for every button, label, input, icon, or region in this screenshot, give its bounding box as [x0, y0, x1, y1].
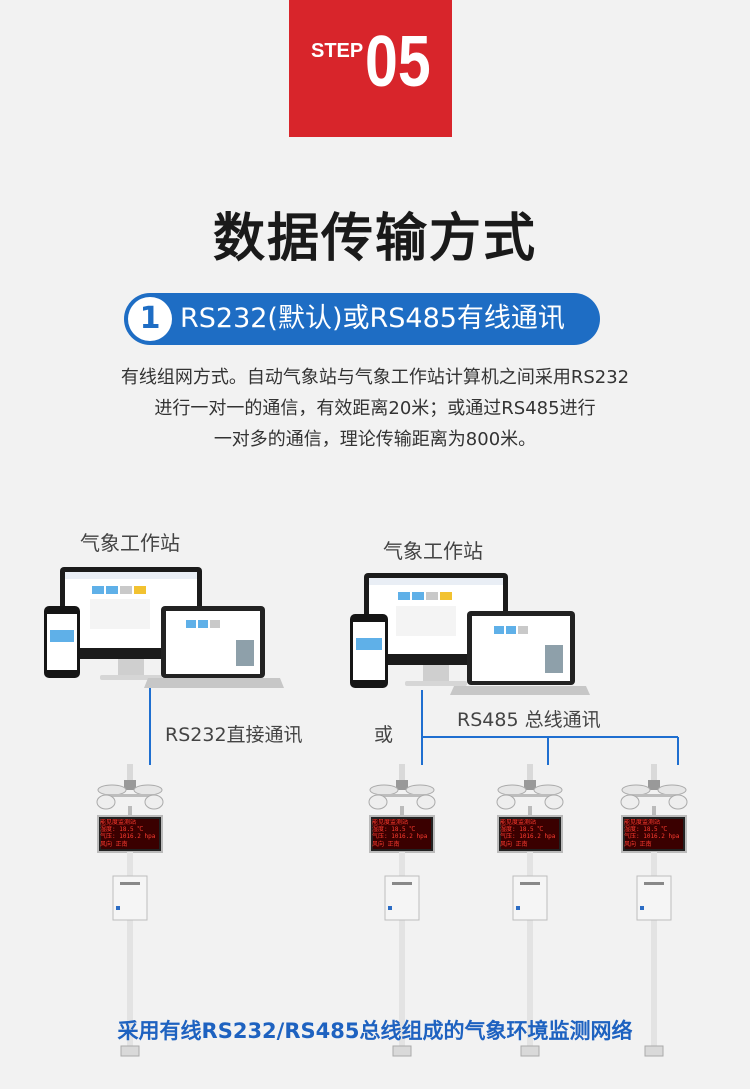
weather-station-4 — [619, 762, 689, 1058]
left-workstation-computers — [44, 567, 284, 688]
station-4-display-line-2: 湿度: 18.5 ℃ — [624, 826, 668, 834]
rs485-connection-label: RS485 总线通讯 — [457, 709, 601, 731]
step-badge: STEP 05 — [289, 0, 452, 137]
station-3-display: 能见度监测站 湿度: 18.5 ℃ 气压: 1016.2 hpa 风向 正南 — [500, 819, 558, 848]
station-4-display-line-3: 气压: 1016.2 hpa — [624, 833, 680, 841]
station-4-display-line-1: 能见度监测站 — [624, 819, 661, 826]
description-line-3: 一对多的通信，理论传输距离为800米。 — [213, 429, 537, 450]
station-3-display-line-2: 湿度: 18.5 ℃ — [500, 826, 544, 834]
weather-station-1 — [95, 762, 165, 1058]
right-workstation-computers — [350, 573, 590, 695]
station-3-display-line-1: 能见度监测站 — [500, 819, 537, 826]
section-number: 1 — [128, 297, 172, 341]
station-2-display-line-4: 风向 正南 — [372, 840, 400, 848]
station-4-display-line-4: 风向 正南 — [624, 840, 652, 848]
station-1-display-line-3: 气压: 1016.2 hpa — [100, 833, 156, 841]
page-title: 数据传输方式 — [212, 209, 537, 269]
rs232-connection-label: RS232直接通讯 — [165, 724, 303, 746]
station-4-display: 能见度监测站 湿度: 18.5 ℃ 气压: 1016.2 hpa 风向 正南 — [624, 819, 682, 848]
station-2-display-line-3: 气压: 1016.2 hpa — [372, 833, 428, 841]
station-1-display-line-1: 能见度监测站 — [100, 819, 137, 826]
station-2-display: 能见度监测站 湿度: 18.5 ℃ 气压: 1016.2 hpa 风向 正南 — [372, 819, 430, 848]
weather-station-2 — [367, 762, 437, 1058]
section-label: RS232(默认)或RS485有线通讯 — [180, 303, 565, 334]
station-3-display-line-4: 风向 正南 — [500, 840, 528, 848]
station-1-display: 能见度监测站 湿度: 18.5 ℃ 气压: 1016.2 hpa 风向 正南 — [100, 819, 158, 848]
footer-caption: 采用有线RS232/RS485总线组成的气象环境监测网络 — [117, 1019, 633, 1043]
station-3-display-line-3: 气压: 1016.2 hpa — [500, 833, 556, 841]
connection-lines — [149, 688, 679, 765]
station-1-display-line-2: 湿度: 18.5 ℃ — [100, 826, 144, 834]
station-2-display-line-2: 湿度: 18.5 ℃ — [372, 826, 416, 834]
step-number: 05 — [365, 22, 431, 102]
or-label: 或 — [374, 724, 394, 746]
step-word: STEP — [311, 40, 364, 62]
section-badge: 1 RS232(默认)或RS485有线通讯 — [124, 293, 600, 345]
weather-station-3 — [495, 762, 565, 1058]
right-workstation-label: 气象工作站 — [383, 539, 483, 563]
description-line-2: 进行一对一的通信，有效距离20米；或通过RS485进行 — [154, 398, 596, 419]
description-line-1: 有线组网方式。自动气象站与气象工作站计算机之间采用RS232 — [120, 367, 630, 388]
station-1-display-line-4: 风向 正南 — [100, 840, 128, 848]
left-workstation-label: 气象工作站 — [80, 531, 180, 555]
station-2-display-line-1: 能见度监测站 — [372, 819, 409, 826]
